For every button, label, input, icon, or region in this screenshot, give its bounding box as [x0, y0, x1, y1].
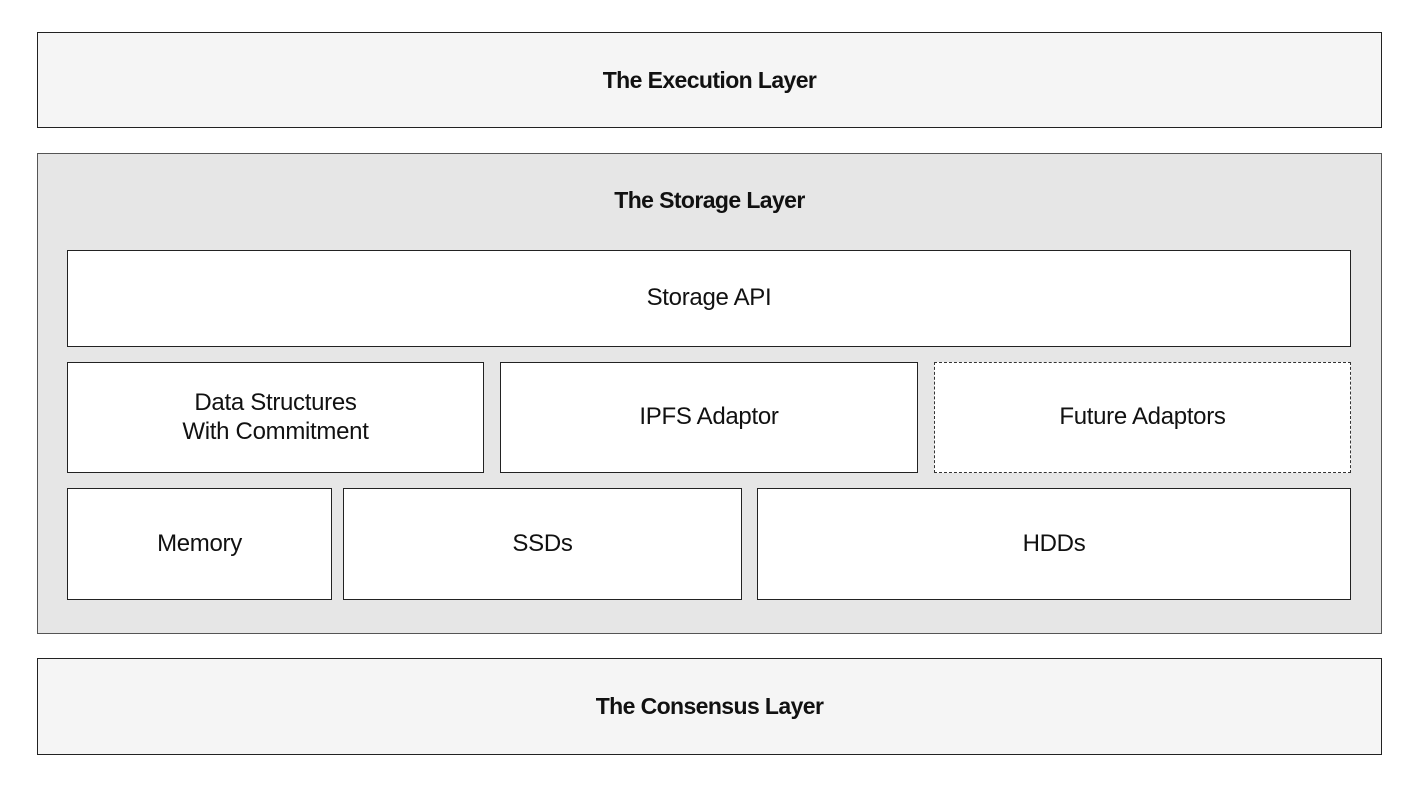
execution-layer-box: The Execution Layer [37, 32, 1382, 128]
ipfs-adaptor-box: IPFS Adaptor [500, 362, 918, 473]
data-structures-box: Data Structures With Commitment [67, 362, 484, 473]
data-structures-label-line1: Data Structures [194, 388, 357, 416]
storage-api-label: Storage API [646, 284, 772, 312]
hdds-box: HDDs [757, 488, 1351, 600]
memory-box: Memory [67, 488, 332, 600]
ipfs-adaptor-label: IPFS Adaptor [639, 403, 779, 431]
consensus-layer-box: The Consensus Layer [37, 658, 1382, 755]
ssds-box: SSDs [343, 488, 742, 600]
future-adaptors-box: Future Adaptors [934, 362, 1351, 473]
hdds-label: HDDs [1022, 529, 1086, 557]
ssds-label: SSDs [512, 529, 573, 557]
storage-layer-title: The Storage Layer [614, 187, 805, 213]
future-adaptors-label: Future Adaptors [1059, 403, 1226, 431]
consensus-layer-title: The Consensus Layer [595, 693, 824, 719]
data-structures-label-line2: With Commitment [182, 417, 369, 445]
memory-label: Memory [157, 529, 242, 557]
execution-layer-title: The Execution Layer [602, 66, 817, 93]
storage-layer-title-wrap: The Storage Layer [38, 187, 1381, 214]
storage-api-box: Storage API [67, 250, 1351, 347]
